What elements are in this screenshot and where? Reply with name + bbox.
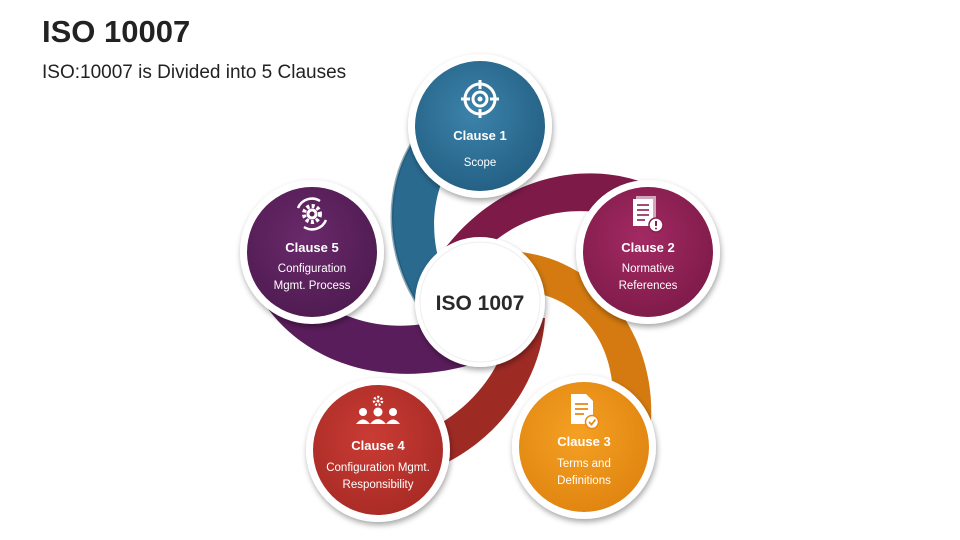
clause-5: Clause 5 Configuration Mgmt. Process: [240, 180, 384, 324]
clause-2-title: Clause 2: [621, 240, 674, 255]
clause-2-circle: [583, 187, 713, 317]
clause-3-circle: [519, 382, 649, 512]
page-title: ISO 10007: [42, 14, 191, 49]
clause-5-line-2: Mgmt. Process: [274, 280, 351, 292]
clause-2: Clause 2 Normative References: [576, 180, 720, 324]
clause-3-line-2: Definitions: [557, 475, 611, 487]
page-subtitle: ISO:10007 is Divided into 5 Clauses: [42, 62, 347, 83]
document-check-icon: [571, 394, 600, 430]
clause-5-line-1: Configuration: [278, 263, 346, 275]
clause-4: Clause 4 Configuration Mgmt. Responsibil…: [306, 378, 450, 522]
clause-3: Clause 3 Terms and Definitions: [512, 375, 656, 519]
center-label: ISO 1007: [436, 292, 525, 315]
clause-5-title: Clause 5: [285, 240, 338, 255]
clause-3-title: Clause 3: [557, 434, 610, 449]
clause-5-circle: [247, 187, 377, 317]
documents-icon: [633, 196, 664, 233]
clause-4-title: Clause 4: [351, 438, 405, 453]
clause-4-circle: [313, 385, 443, 515]
clause-3-line-1: Terms and: [557, 458, 611, 470]
team-gear-icon: [356, 395, 400, 424]
clause-2-line-1: Normative: [622, 263, 674, 275]
clause-1-circle: [415, 61, 545, 191]
clause-1-line-1: Scope: [464, 157, 497, 169]
clause-4-line-1: Configuration Mgmt.: [326, 462, 430, 474]
clause-1-title: Clause 1: [453, 128, 506, 143]
clause-1: Clause 1 Scope: [408, 54, 552, 198]
target-icon: [461, 80, 499, 118]
gear-icon: [296, 197, 328, 231]
clause-circles: Clause 1 Scope Clause 2 Normative Refere…: [240, 54, 720, 522]
clause-4-line-2: Responsibility: [343, 479, 414, 491]
center-hub: ISO 1007: [415, 237, 545, 367]
clause-2-line-2: References: [619, 280, 678, 292]
